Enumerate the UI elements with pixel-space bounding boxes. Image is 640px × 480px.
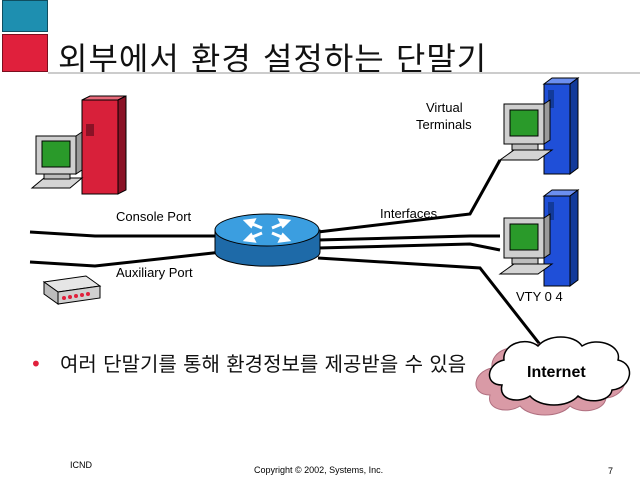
vty-line-1	[317, 159, 502, 234]
console-line	[29, 230, 222, 238]
footer-left: ICND	[70, 460, 92, 470]
page-number: 7	[608, 466, 614, 476]
footer-copyright: Copyright © 2002, Systems, Inc.	[254, 465, 384, 475]
console-pc-icon	[30, 95, 127, 195]
bullet-item: • 여러 단말기를 통해 환경정보를 제공받을 수 있음	[30, 350, 480, 378]
label-interfaces: Interfaces	[380, 206, 438, 221]
label-internet: Internet	[527, 364, 586, 381]
label-terminals: Terminals	[416, 117, 472, 132]
decor-square-red	[2, 34, 48, 72]
slide-title: 외부에서 환경 설정하는 단말기	[58, 40, 488, 78]
bullet-marker: •	[30, 352, 42, 376]
vty-line-3	[317, 242, 501, 252]
title-divider	[48, 72, 640, 74]
internet-line	[317, 256, 562, 371]
label-vty: VTY 0 4	[516, 289, 563, 304]
internet-cloud-icon	[475, 336, 631, 416]
router-icon	[214, 213, 321, 267]
virtual-terminal-2-icon	[498, 189, 580, 287]
vty-line-2	[317, 234, 500, 242]
virtual-terminal-1-icon	[498, 77, 580, 175]
decor-square-teal	[2, 0, 48, 32]
aux-line	[29, 250, 223, 268]
label-virtual: Virtual	[426, 100, 463, 115]
label-auxiliary-port: Auxiliary Port	[116, 265, 193, 280]
connection-lines	[29, 159, 562, 371]
bullet-text: 여러 단말기를 통해 환경정보를 제공받을 수 있음	[60, 352, 467, 376]
label-console-port: Console Port	[116, 209, 192, 224]
modem-icon	[42, 275, 102, 305]
